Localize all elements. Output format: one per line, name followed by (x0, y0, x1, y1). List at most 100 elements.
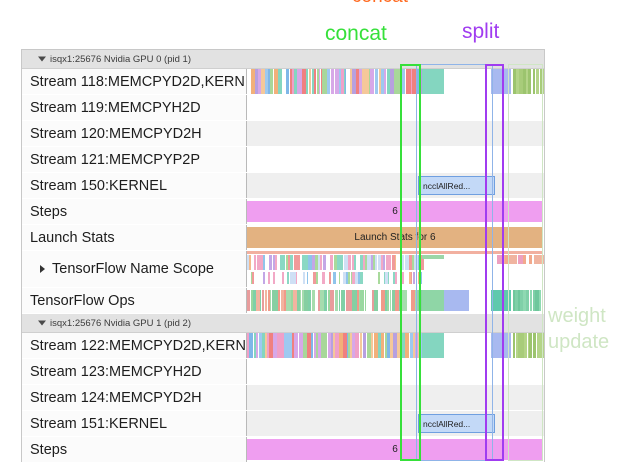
trace-slice (381, 69, 385, 94)
row-lane[interactable]: 6 (247, 199, 544, 224)
trace-slice (307, 290, 312, 311)
timeline-row[interactable]: TensorFlow Name Scope (22, 251, 544, 288)
trace-slice (275, 255, 278, 271)
row-label[interactable]: Stream 150:KERNEL (22, 173, 247, 198)
row-label[interactable]: TensorFlow Ops (22, 288, 247, 313)
trace-slice (402, 271, 405, 285)
timeline-row[interactable]: Stream 121:MEMCPYP2P (22, 147, 544, 173)
trace-slice (250, 69, 255, 94)
row-label[interactable]: Steps (22, 437, 247, 462)
chevron-down-icon[interactable] (38, 320, 46, 326)
row-lane[interactable] (247, 95, 544, 120)
chevron-down-icon[interactable] (38, 56, 46, 62)
trace-slice (258, 255, 260, 271)
trace-slice (387, 271, 390, 285)
trace-slice (318, 333, 321, 358)
row-lane[interactable]: ncclAllRed... (247, 411, 544, 436)
trace-slice (538, 333, 542, 358)
trace-slice (316, 333, 319, 358)
row-lane[interactable] (247, 251, 544, 287)
trace-slice (404, 290, 408, 311)
trace-slice (273, 69, 278, 94)
trace-slice (263, 255, 266, 271)
trace-slice (286, 69, 290, 94)
trace-slice (523, 255, 527, 264)
timeline-row[interactable]: TensorFlow Ops (22, 288, 544, 314)
trace-slice (321, 69, 323, 94)
nccl-allreduce-block[interactable]: ncclAllRed... (418, 414, 495, 433)
annotation-partial-top: concat (352, 0, 408, 8)
annotation-weight-line1: weight (548, 305, 606, 327)
trace-slice (414, 290, 417, 311)
trace-slice (420, 271, 423, 285)
trace-slice (525, 290, 530, 311)
group-header[interactable]: isqx1:25676 Nvidia GPU 1 (pid 2) (22, 314, 544, 333)
trace-slice (289, 271, 292, 285)
trace-slice (343, 69, 345, 94)
row-label[interactable]: Stream 123:MEMCPYH2D (22, 359, 247, 384)
chevron-right-icon[interactable] (40, 265, 45, 273)
row-lane[interactable] (247, 121, 544, 146)
timeline-row[interactable]: Stream 123:MEMCPYH2D (22, 359, 544, 385)
row-label[interactable]: TensorFlow Name Scope (22, 251, 247, 287)
trace-slice (306, 333, 309, 358)
trace-slice (318, 290, 321, 311)
trace-slice (356, 69, 360, 94)
row-label[interactable]: Stream 122:MEMCPYD2D,KERNEL,MI (22, 333, 247, 358)
timeline-row[interactable]: Stream 119:MEMCPYH2D (22, 95, 544, 121)
trace-slice (527, 333, 530, 358)
row-label[interactable]: Launch Stats (22, 225, 247, 250)
timeline-row[interactable]: Stream 150:KERNEL ncclAllRed... (22, 173, 544, 199)
trace-slice (267, 69, 271, 94)
trace-slice (358, 271, 360, 285)
trace-viewer[interactable]: isqx1:25676 Nvidia GPU 0 (pid 1)Stream 1… (21, 49, 545, 462)
row-label[interactable]: Stream 124:MEMCPYD2H (22, 385, 247, 410)
launch-stats-span[interactable] (247, 227, 543, 248)
trace-slice (378, 255, 382, 271)
row-lane[interactable] (247, 69, 544, 94)
trace-slice (322, 69, 327, 94)
timeline-row[interactable]: Stream 122:MEMCPYD2D,KERNEL,MI (22, 333, 544, 359)
row-label[interactable]: Stream 119:MEMCPYH2D (22, 95, 247, 120)
row-lane[interactable] (247, 385, 544, 410)
row-label[interactable]: Stream 120:MEMCPYD2H (22, 121, 247, 146)
row-lane[interactable] (247, 147, 544, 172)
timeline-row[interactable]: Stream 151:KERNEL ncclAllRed... (22, 411, 544, 437)
trace-slice (393, 271, 396, 285)
trace-slice (256, 255, 258, 271)
trace-slice (354, 333, 359, 358)
trace-slice (416, 290, 418, 311)
trace-slice (535, 290, 539, 311)
trace-slice (390, 69, 395, 94)
trace-slice (331, 333, 333, 358)
trace-block-split (491, 333, 511, 358)
row-lane[interactable]: ncclAllRed... (247, 173, 544, 198)
row-label[interactable]: Steps (22, 199, 247, 224)
step-span[interactable] (247, 201, 543, 222)
row-lane[interactable] (247, 359, 544, 384)
step-span[interactable] (247, 439, 543, 460)
timeline-row[interactable]: Stream 118:MEMCPYD2D,KERNEL,ME (22, 69, 544, 95)
trace-slice (344, 69, 347, 94)
row-label[interactable]: Stream 151:KERNEL (22, 411, 247, 436)
trace-slice (313, 271, 316, 285)
timeline-row[interactable]: Stream 120:MEMCPYD2H (22, 121, 544, 147)
trace-slice (272, 333, 277, 358)
trace-slice (410, 271, 413, 285)
trace-slice (249, 333, 254, 358)
trace-slice (541, 290, 544, 311)
group-header[interactable]: isqx1:25676 Nvidia GPU 0 (pid 1) (22, 50, 544, 69)
row-lane[interactable] (247, 288, 544, 313)
row-label[interactable]: Stream 118:MEMCPYD2D,KERNEL,ME (22, 69, 247, 94)
row-lane[interactable]: 6 (247, 437, 544, 462)
nccl-allreduce-block[interactable]: ncclAllRed... (418, 176, 495, 195)
row-label-text: Stream 151:KERNEL (30, 415, 168, 432)
row-lane[interactable] (247, 333, 544, 358)
trace-slice (393, 333, 397, 358)
row-lane[interactable]: Launch Stats for 6 (247, 225, 544, 250)
row-label[interactable]: Stream 121:MEMCPYP2P (22, 147, 247, 172)
timeline-row[interactable]: Stream 124:MEMCPYD2H (22, 385, 544, 411)
